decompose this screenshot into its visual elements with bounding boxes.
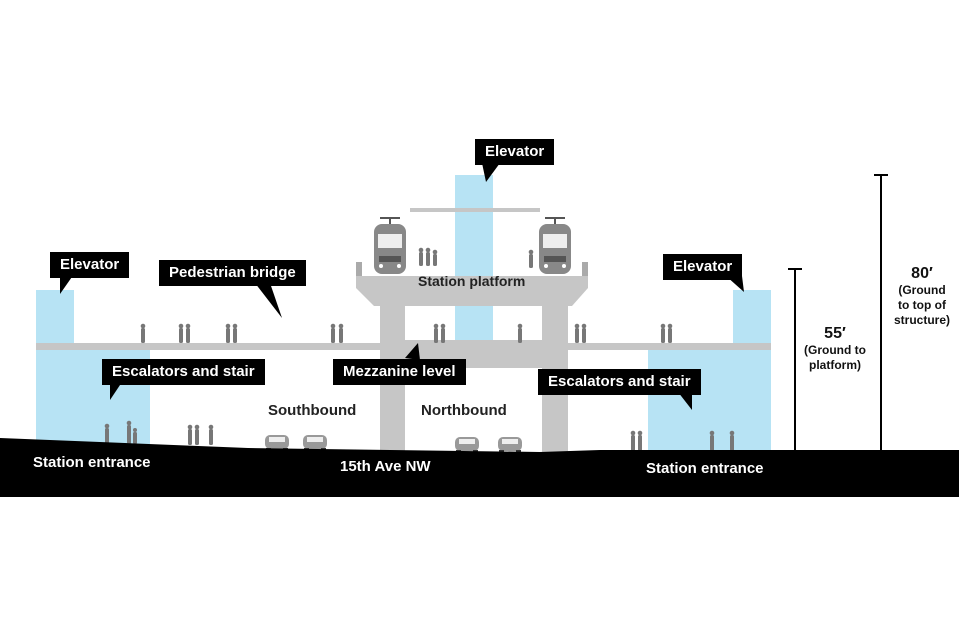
- platform-cap: [356, 276, 588, 306]
- label-northbound: Northbound: [421, 402, 507, 419]
- callout-pedestrian-bridge: Pedestrian bridge: [159, 260, 306, 286]
- callout-escalators-left: Escalators and stair: [102, 359, 265, 385]
- callout-elevator-right: Elevator: [663, 254, 743, 280]
- label-station-platform: Station platform: [418, 273, 526, 289]
- dimension-line-55: [788, 268, 802, 452]
- callout-pointers: [60, 163, 744, 410]
- train-left: [374, 217, 406, 274]
- platform-height-note-1: (Ground to: [804, 343, 866, 357]
- center-elevator-shaft: [455, 175, 493, 345]
- label-station-entrance-left: Station entrance: [33, 454, 151, 471]
- platform-canopy: [410, 208, 540, 212]
- left-elevator-shaft: [36, 290, 74, 450]
- dimension-label-55: 55′ (Ground to platform): [800, 325, 870, 373]
- platform-edge-left: [356, 262, 362, 276]
- label-street: 15th Ave NW: [340, 458, 431, 475]
- callout-elevator-top: Elevator: [475, 139, 555, 165]
- train-right: [539, 217, 571, 274]
- dimension-label-80: 80′ (Ground to top of structure): [888, 265, 956, 328]
- callout-mezzanine: Mezzanine level: [333, 359, 466, 385]
- right-elevator-shaft: [733, 290, 771, 450]
- dimension-line-80: [874, 174, 888, 452]
- ground: [0, 438, 959, 497]
- platform-edge-right: [582, 262, 588, 276]
- structure-height-value: 80′: [911, 265, 933, 282]
- platform-height-value: 55′: [824, 325, 846, 342]
- platform-height-note-2: platform): [809, 358, 861, 372]
- callout-escalators-right: Escalators and stair: [538, 369, 701, 395]
- label-southbound: Southbound: [268, 402, 357, 419]
- people-figures: [104, 247, 735, 451]
- structure-height-note-2: to top of: [898, 298, 946, 312]
- callout-elevator-left: Elevator: [50, 252, 130, 278]
- structure-height-note-3: structure): [893, 313, 950, 327]
- label-station-entrance-right: Station entrance: [646, 460, 764, 477]
- structure-height-note-1: (Ground: [898, 283, 946, 297]
